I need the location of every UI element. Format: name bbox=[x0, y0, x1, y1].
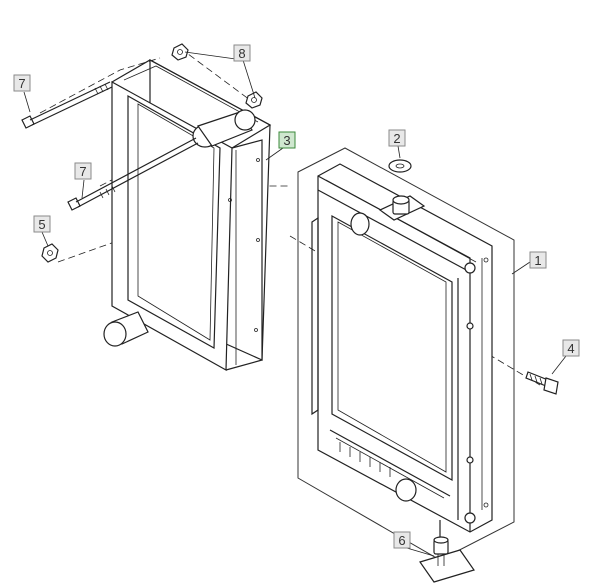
svg-text:6: 6 bbox=[398, 533, 405, 548]
callout-3[interactable]: 3 bbox=[278, 131, 296, 149]
leader-lines bbox=[23, 51, 567, 557]
svg-text:5: 5 bbox=[38, 217, 45, 232]
hex-nut bbox=[41, 243, 59, 263]
callout-6[interactable]: 6 bbox=[393, 531, 411, 549]
svg-text:7: 7 bbox=[18, 76, 25, 91]
callout-2[interactable]: 2 bbox=[388, 129, 406, 147]
callout-8[interactable]: 8 bbox=[233, 44, 251, 62]
filler-cap-seal bbox=[388, 159, 412, 173]
callout-7-upper[interactable]: 7 bbox=[13, 74, 31, 92]
svg-text:7: 7 bbox=[79, 164, 86, 179]
radiator bbox=[311, 163, 493, 538]
drain-valve-bracket bbox=[419, 536, 475, 583]
svg-text:1: 1 bbox=[534, 253, 541, 268]
radiator-outline bbox=[297, 147, 515, 561]
mounting-bolt-right bbox=[525, 371, 559, 395]
svg-text:2: 2 bbox=[393, 131, 400, 146]
shroud-frame bbox=[103, 58, 272, 372]
flange-nuts bbox=[171, 43, 263, 109]
svg-text:4: 4 bbox=[567, 341, 574, 356]
callout-1[interactable]: 1 bbox=[529, 251, 547, 269]
long-bolt-lower bbox=[67, 137, 199, 211]
callout-4[interactable]: 4 bbox=[562, 339, 580, 357]
callout-7-lower[interactable]: 7 bbox=[74, 162, 92, 180]
svg-text:8: 8 bbox=[238, 46, 245, 61]
long-bolt-upper bbox=[21, 81, 113, 129]
callout-5[interactable]: 5 bbox=[33, 215, 51, 233]
svg-text:3: 3 bbox=[283, 133, 290, 148]
